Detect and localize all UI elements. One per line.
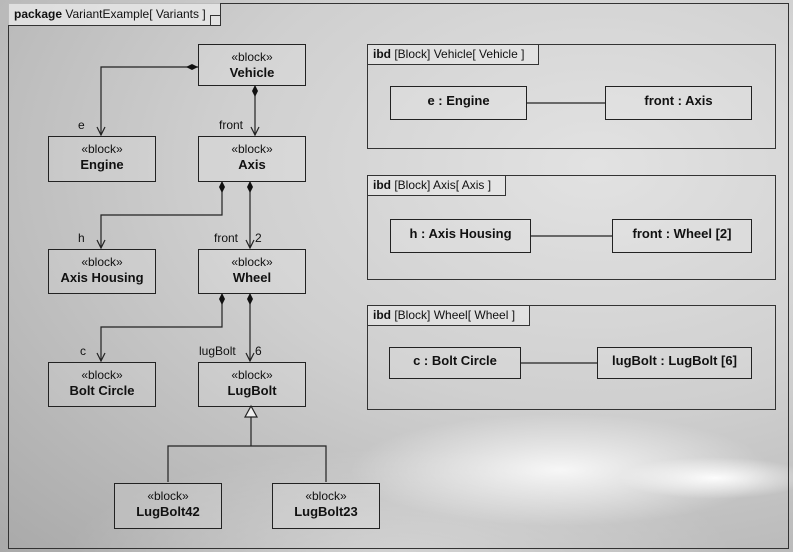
role-label-front-wheel: front	[214, 231, 239, 245]
block-bolt-circle[interactable]: «block» Bolt Circle	[48, 362, 156, 407]
block-wheel-stereotype: «block»	[231, 255, 273, 269]
block-engine[interactable]: «block» Engine	[48, 136, 156, 182]
block-lugbolt23[interactable]: «block» LugBolt23	[272, 483, 380, 529]
block-vehicle[interactable]: «block» Vehicle	[198, 44, 306, 86]
block-wheel[interactable]: «block» Wheel	[198, 249, 306, 294]
part-h-axis-housing[interactable]: h : Axis Housing	[390, 219, 531, 253]
block-axis-housing-name: Axis Housing	[60, 270, 144, 285]
multiplicity-lugbolt: 6	[255, 344, 262, 358]
block-axis-stereotype: «block»	[231, 142, 273, 156]
part-e-engine[interactable]: e : Engine	[390, 86, 527, 120]
part-front-wheel[interactable]: front : Wheel [2]	[612, 219, 752, 253]
package-bracket: [ Variants ]	[149, 7, 206, 21]
package-frame	[8, 3, 789, 549]
generalization-triangle	[243, 404, 259, 418]
block-lugbolt[interactable]: «block» LugBolt	[198, 362, 306, 407]
multiplicity-front-wheel: 2	[255, 231, 262, 245]
ibd-vehicle-header: ibd [Block] Vehicle[ Vehicle ]	[368, 45, 540, 65]
part-front-axis[interactable]: front : Axis	[605, 86, 752, 120]
ibd-axis-header: ibd [Block] Axis[ Axis ]	[368, 176, 507, 196]
role-label-front-axis: front	[219, 118, 244, 132]
block-lugbolt-stereotype: «block»	[231, 368, 273, 382]
block-engine-stereotype: «block»	[81, 142, 123, 156]
block-axis[interactable]: «block» Axis	[198, 136, 306, 182]
part-c-bolt-circle[interactable]: c : Bolt Circle	[389, 347, 521, 379]
block-lugbolt23-name: LugBolt23	[294, 504, 358, 519]
ibd-wheel-bracket: [ Wheel ]	[467, 308, 516, 322]
role-label-e: e	[78, 118, 85, 132]
block-lugbolt42-stereotype: «block»	[147, 489, 189, 503]
ibd-wheel-header: ibd [Block] Wheel[ Wheel ]	[368, 306, 531, 326]
block-lugbolt23-stereotype: «block»	[305, 489, 347, 503]
block-axis-housing[interactable]: «block» Axis Housing	[48, 249, 156, 294]
ibd-wheel-frame: ibd [Block] Wheel[ Wheel ]	[367, 305, 776, 410]
generalization-lines	[167, 417, 327, 482]
part-lugbolt[interactable]: lugBolt : LugBolt [6]	[597, 347, 752, 379]
block-vehicle-stereotype: «block»	[231, 50, 273, 64]
role-label-h: h	[78, 231, 85, 245]
composition-vehicle-engine	[101, 67, 198, 135]
ibd-axis-keyword: ibd	[373, 178, 391, 192]
ibd-axis-frame: ibd [Block] Axis[ Axis ]	[367, 175, 776, 280]
block-bolt-circle-stereotype: «block»	[81, 368, 123, 382]
block-bolt-circle-name: Bolt Circle	[69, 383, 135, 398]
block-lugbolt-name: LugBolt	[227, 383, 277, 398]
role-label-c: c	[80, 344, 86, 358]
package-frame-header: package VariantExample[ Variants ]	[8, 3, 221, 26]
block-lugbolt42[interactable]: «block» LugBolt42	[114, 483, 222, 529]
block-wheel-name: Wheel	[232, 270, 272, 285]
ibd-wheel-context: [Block] Wheel	[394, 308, 468, 322]
ibd-wheel-keyword: ibd	[373, 308, 391, 322]
ibd-vehicle-frame: ibd [Block] Vehicle[ Vehicle ]	[367, 44, 776, 149]
role-label-lugbolt: lugBolt	[199, 344, 236, 358]
composition-axis-housing	[101, 181, 222, 248]
block-lugbolt42-name: LugBolt42	[136, 504, 200, 519]
block-vehicle-name: Vehicle	[229, 65, 275, 80]
block-axis-name: Axis	[238, 157, 266, 172]
ibd-axis-context: [Block] Axis	[394, 178, 456, 192]
block-axis-housing-stereotype: «block»	[81, 255, 123, 269]
package-name: VariantExample	[65, 7, 150, 21]
ibd-vehicle-context: [Block] Vehicle	[394, 47, 473, 61]
composition-wheel-boltcircle	[101, 293, 222, 361]
ibd-vehicle-keyword: ibd	[373, 47, 391, 61]
ibd-vehicle-bracket: [ Vehicle ]	[472, 47, 525, 61]
package-keyword: package	[14, 7, 63, 21]
block-engine-name: Engine	[80, 157, 124, 172]
ibd-axis-bracket: [ Axis ]	[455, 178, 492, 192]
